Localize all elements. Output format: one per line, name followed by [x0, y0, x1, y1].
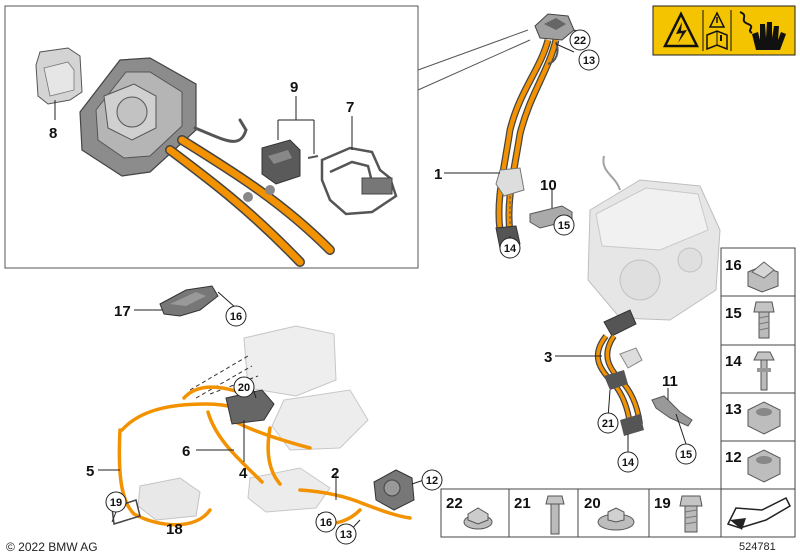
callout-1: 1 — [434, 166, 442, 183]
hv-cable-part-1 — [495, 13, 575, 249]
svg-text:15: 15 — [680, 449, 692, 461]
circled-callout-16-lower: 16 — [315, 511, 337, 533]
part-21-number: 21 — [514, 495, 531, 512]
callout-3: 3 — [544, 349, 552, 366]
part-12-number: 12 — [725, 449, 742, 466]
svg-text:14: 14 — [504, 243, 517, 255]
general-warning-icon — [708, 11, 726, 28]
bracket-part-7 — [320, 146, 398, 216]
circled-callout-13-lower: 13 — [335, 523, 357, 545]
electric-shock-hand-icon — [739, 11, 786, 50]
svg-text:16: 16 — [230, 311, 242, 323]
circled-callout-15-upper: 15 — [553, 214, 575, 236]
part-16-number: 16 — [725, 257, 742, 274]
callout-7: 7 — [346, 99, 354, 116]
warning-label — [652, 5, 796, 56]
read-manual-icon — [706, 30, 728, 51]
part-22-number: 22 — [446, 495, 463, 512]
callout-17: 17 — [114, 303, 131, 320]
part-19-number: 19 — [654, 495, 671, 512]
hv-cable-part-3 — [594, 309, 644, 436]
part-20-number: 20 — [584, 495, 601, 512]
svg-text:19: 19 — [110, 497, 122, 509]
image-id: 524781 — [739, 541, 776, 553]
copyright-text: © 2022 BMW AG — [6, 540, 98, 554]
svg-text:22: 22 — [574, 35, 586, 47]
circled-callouts: 22 13 14 15 16 20 21 14 — [105, 29, 697, 545]
callout-5: 5 — [86, 463, 94, 480]
svg-text:14: 14 — [622, 457, 635, 469]
svg-text:20: 20 — [238, 382, 250, 394]
callout-2: 2 — [331, 465, 339, 482]
circled-callout-12: 12 — [421, 469, 443, 491]
circled-callout-15-lower: 15 — [675, 443, 697, 465]
svg-text:12: 12 — [426, 475, 438, 487]
callout-9: 9 — [290, 79, 298, 96]
callout-11: 11 — [662, 373, 678, 390]
high-voltage-warning-icon — [662, 11, 700, 48]
stud-bolt-14 — [753, 351, 775, 391]
detail-hv-cables — [165, 118, 335, 267]
part-15-number: 15 — [725, 305, 742, 322]
circled-callout-14-upper: 14 — [499, 237, 521, 259]
circled-callout-19: 19 — [105, 491, 127, 513]
svg-text:21: 21 — [602, 418, 614, 430]
part-13-number: 13 — [725, 401, 742, 418]
svg-text:16: 16 — [320, 517, 332, 529]
washer-nut-20 — [597, 507, 635, 531]
svg-text:13: 13 — [340, 529, 352, 541]
hex-nut-13 — [747, 401, 781, 435]
circled-callout-20: 20 — [233, 376, 255, 398]
callout-numbers: 1 2 3 4 5 6 7 8 9 10 11 17 18 — [49, 79, 678, 538]
bracket-part-11 — [651, 395, 693, 427]
part-14-number: 14 — [725, 353, 742, 370]
hex-nut-12 — [747, 449, 781, 483]
circled-callout-21: 21 — [597, 412, 619, 434]
bolt-19 — [679, 495, 703, 533]
next-page-arrow-icon[interactable] — [726, 496, 791, 530]
bolt-21 — [545, 495, 565, 535]
callout-8: 8 — [49, 125, 57, 142]
callout-10: 10 — [540, 177, 557, 194]
electric-machine-unit — [587, 155, 721, 321]
hex-flange-nut-16 — [747, 261, 779, 293]
parts-row-bottom: 22 21 20 19 — [440, 488, 796, 538]
svg-text:15: 15 — [558, 220, 570, 232]
flange-nut-22 — [463, 507, 493, 530]
circled-callout-14-lower: 14 — [617, 451, 639, 473]
circled-callout-16-upper: 16 — [225, 305, 247, 327]
parts-column-right: 16 15 14 13 12 — [720, 247, 796, 490]
callout-4: 4 — [239, 465, 248, 482]
circled-callout-22-top: 22 — [569, 29, 591, 51]
svg-text:13: 13 — [583, 55, 595, 67]
detail-inset — [4, 5, 531, 269]
circled-callout-13-top: 13 — [578, 49, 600, 71]
bolt-15 — [753, 301, 775, 339]
callout-6: 6 — [182, 443, 190, 460]
callout-18: 18 — [166, 521, 183, 538]
connector-part-9 — [261, 139, 319, 185]
bracket-part-17 — [159, 285, 219, 317]
cover-part-8 — [35, 47, 83, 105]
lower-hv-assembly — [111, 325, 415, 527]
